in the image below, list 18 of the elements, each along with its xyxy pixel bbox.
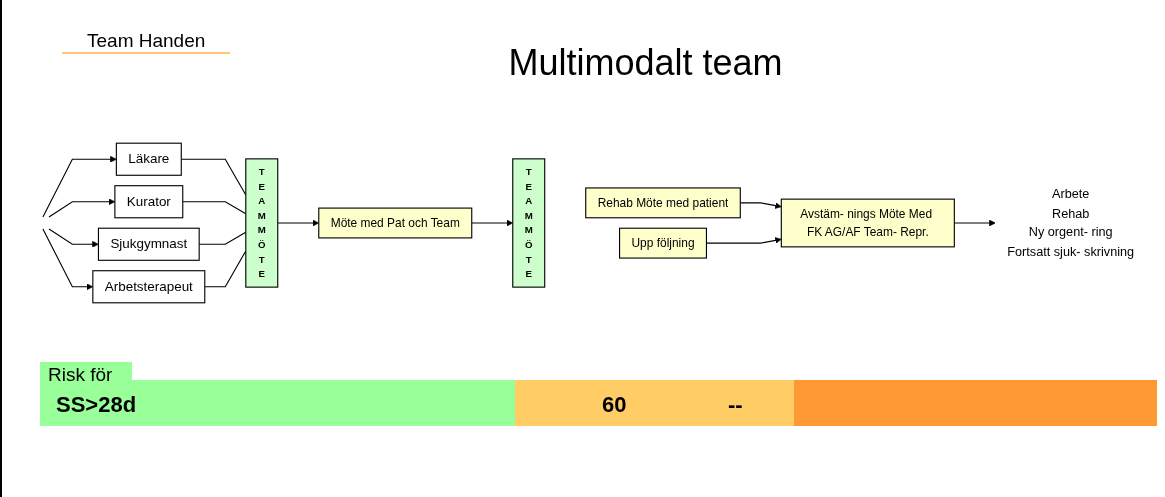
node-box: Arbetsterapeut <box>92 270 206 304</box>
arrow <box>42 155 117 218</box>
node-text: Arbete Rehab Ny orgent- ring Fortsatt sjuk- skrivning <box>1007 187 1135 259</box>
node-box: Möte med Pat och Team <box>318 207 473 239</box>
title: Multimodalt team <box>507 42 784 84</box>
node-box: Upp följning <box>619 227 707 259</box>
header-label: Team Handen <box>62 30 231 54</box>
node-box: Rehab Möte med patient <box>585 187 741 219</box>
risk-label: SS>28d <box>56 392 137 418</box>
node-box: T E A M M Ö T E <box>245 158 279 288</box>
scale-value: 60 <box>602 392 627 418</box>
node-box: Avstäm- nings Möte Med FK AG/AF Team- Repr. <box>780 198 955 248</box>
arrow <box>48 228 99 248</box>
node-box: Läkare <box>115 142 182 176</box>
node-box: Sjukgymnast <box>97 227 200 261</box>
node-box: T E A M M Ö T E <box>512 158 546 288</box>
scale-value: -- <box>728 392 743 418</box>
node-box: Kurator <box>114 185 184 219</box>
